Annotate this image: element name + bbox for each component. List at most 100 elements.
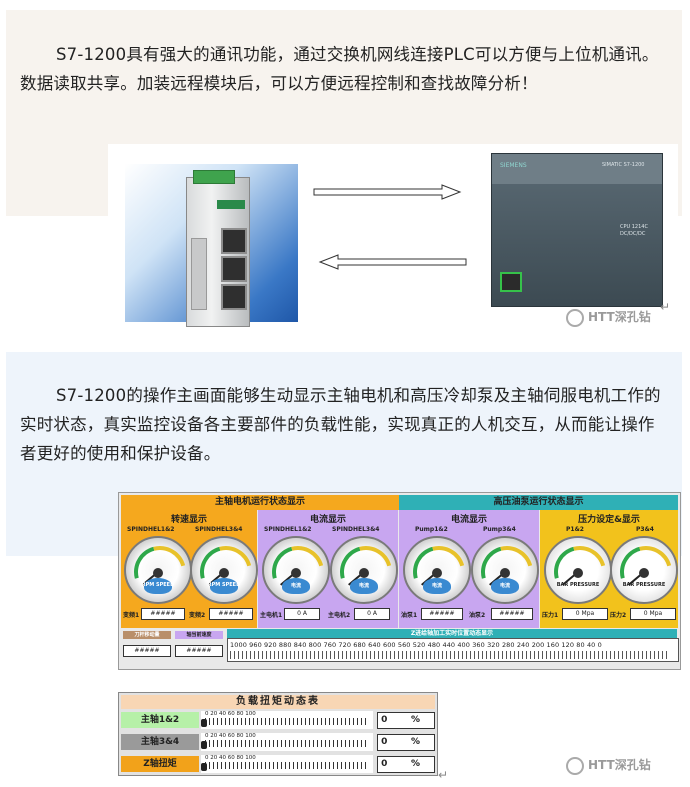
pump-current-title: 电流显示 (450, 515, 487, 525)
watermark-2: HTT深孔钻 (566, 756, 651, 775)
speed-panel: 转速显示 SPINDHEL1&2 SPINDHEL3&4 RPM SPEED R… (121, 510, 262, 628)
load-knob (201, 741, 207, 749)
switch-logo (217, 200, 245, 209)
pump34-label: Pump3&4 (483, 526, 516, 533)
load-torque-table: 负载扭矩动态表 主轴1&2 0 20 40 60 80 100 0% 主轴3&4… (118, 692, 438, 776)
plc-model: SIMATIC S7-1200 (602, 162, 645, 168)
amp-gauge-label: 电流 (290, 583, 301, 589)
p34-label: P3&4 (636, 526, 654, 533)
load-scale: 0 20 40 60 80 100 (201, 711, 373, 729)
load-knob (201, 763, 207, 771)
pressure-panel: 压力设定&显示 P1&2 P3&4 BAR PRESSURE BAR PRESS… (540, 510, 682, 628)
spindle34-label: SPINDHEL3&4 (195, 526, 243, 533)
load-row-label: 主轴3&4 (121, 734, 199, 750)
moxa-switch (186, 170, 250, 327)
p12-label: P1&2 (566, 526, 584, 533)
load-scale: 0 20 40 60 80 100 (201, 733, 373, 751)
load-knob (201, 719, 207, 727)
motor1-value: 0 A (284, 608, 320, 620)
paragraph-1: S7-1200具有强大的通讯功能，通过交换机网线连接PLC可以方便与上位机通讯。… (20, 40, 670, 98)
plc-brand: SIEMENS (500, 162, 527, 169)
load-row-label: Z轴扭矩 (121, 756, 199, 772)
z-axis-ruler: 1000 960 920 880 840 800 760 720 680 640… (227, 638, 679, 662)
hmi-header-pump: 高压油泵运行状态显示 (399, 495, 678, 510)
freq1-value: ##### (141, 608, 185, 620)
plc-ethernet-port (500, 272, 522, 292)
return-mark-icon: ↵ (660, 300, 671, 314)
amp-gauge-label: 电流 (358, 583, 369, 589)
ruler-title: Z进给轴加工实时位置动态显示 (227, 629, 677, 638)
return-mark-icon: ↵ (438, 768, 449, 782)
bar-gauge-1: BAR PRESSURE (544, 536, 616, 608)
feed-value: ##### (123, 645, 171, 657)
pump-current-panel: 电流显示 Pump1&2 Pump3&4 电流 电流 油泵1 ##### 油泵2… (399, 510, 543, 628)
paragraph-2: S7-1200的操作主画面能够生动显示主轴电机和高压冷却泵及主轴伺服电机工作的实… (20, 381, 670, 468)
watermark-text: HTT深孔钻 (588, 758, 651, 772)
load-row-label: 主轴1&2 (121, 712, 199, 728)
pump-amp-gauge-2: 电流 (471, 536, 543, 608)
load-value: 0% (377, 712, 435, 729)
watermark-text: HTT深孔钻 (588, 310, 651, 324)
load-scale-numbers: 0 20 40 60 80 100 (205, 733, 256, 739)
load-table-title: 负载扭矩动态表 (121, 695, 435, 709)
speed-panel-title: 转速显示 (170, 515, 207, 525)
paragraph-2-text: S7-1200的操作主画面能够生动显示主轴电机和高压冷却泵及主轴伺服电机工作的实… (20, 386, 661, 463)
motor1-label: 主电机1 (260, 612, 283, 619)
pump2-label: 油泵2 (469, 612, 486, 619)
feed-rate-value: ##### (175, 645, 223, 657)
amp-gauge-2: 电流 (330, 536, 402, 608)
arrow-right-icon (313, 184, 462, 200)
load-scale: 0 20 40 60 80 100 (201, 755, 373, 773)
spindle12-label: SPINDHEL1&2 (264, 526, 312, 533)
bar-gauge-2: BAR PRESSURE (610, 536, 682, 608)
siemens-plc: SIEMENS SIMATIC S7-1200 CPU 1214C DC/DC/… (491, 153, 663, 307)
hmi-header-spindle: 主轴电机运行状态显示 (121, 495, 399, 510)
feed-rate-label: 轴当前速度 (175, 631, 223, 639)
rpm-gauge-label: RPM SPEED (141, 582, 175, 588)
pump12-label: Pump1&2 (415, 526, 448, 533)
plc-cpu-label: CPU 1214C DC/DC/DC (620, 224, 648, 237)
rpm-gauge-label: RPM SPEED (207, 582, 241, 588)
plc-top-strip (492, 154, 662, 184)
load-value: 0% (377, 756, 435, 773)
motor2-value: 0 A (354, 608, 390, 620)
current-panel: 电流显示 SPINDHEL1&2 SPINDHEL3&4 电流 电流 主电机1 … (258, 510, 402, 628)
freq2-label: 变频2 (189, 612, 206, 619)
press1-value: 0 Mpa (562, 608, 608, 620)
freq1-label: 变频1 (123, 612, 140, 619)
hmi-main-screen: 主轴电机运行状态显示 高压油泵运行状态显示 转速显示 SPINDHEL1&2 S… (118, 492, 682, 670)
press1-label: 压力1 (542, 612, 559, 619)
paragraph-1-text: S7-1200具有强大的通讯功能，通过交换机网线连接PLC可以方便与上位机通讯。… (20, 45, 659, 93)
wechat-icon (566, 756, 584, 775)
rpm-gauge-1: RPM SPEED (124, 536, 196, 608)
pump2-value: ##### (491, 608, 533, 620)
pump1-value: ##### (421, 608, 463, 620)
press2-label: 压力2 (610, 612, 627, 619)
load-row: 主轴3&4 0 20 40 60 80 100 0% (121, 733, 435, 751)
amp-gauge-1: 电流 (262, 536, 334, 608)
bar-gauge-label: BAR PRESSURE (622, 582, 666, 588)
motor2-label: 主电机2 (328, 612, 351, 619)
pump-gauge-label: 电流 (499, 583, 510, 589)
bar-gauge-label: BAR PRESSURE (556, 582, 600, 588)
ruler-ticks (230, 651, 670, 659)
load-row: 主轴1&2 0 20 40 60 80 100 0% (121, 711, 435, 729)
freq2-value: ##### (209, 608, 253, 620)
spindle34-label: SPINDHEL3&4 (332, 526, 380, 533)
pump-gauge-label: 电流 (431, 583, 442, 589)
load-scale-numbers: 0 20 40 60 80 100 (205, 755, 256, 761)
rpm-gauge-2: RPM SPEED (190, 536, 262, 608)
pump1-label: 油泵1 (401, 612, 418, 619)
pump-amp-gauge-1: 电流 (403, 536, 475, 608)
switch-label-strip (191, 238, 207, 310)
ethernet-port (221, 228, 247, 254)
watermark-1: HTT深孔钻 (566, 308, 651, 327)
press2-value: 0 Mpa (630, 608, 676, 620)
load-row: Z轴扭矩 0 20 40 60 80 100 0% (121, 755, 435, 773)
wechat-icon (566, 308, 584, 327)
terminal-block (193, 170, 235, 184)
pressure-panel-title: 压力设定&显示 (578, 515, 640, 525)
arrow-left-icon (318, 254, 467, 270)
ruler-numbers: 1000 960 920 880 840 800 760 720 680 640… (230, 641, 602, 649)
ethernet-port (221, 284, 247, 310)
